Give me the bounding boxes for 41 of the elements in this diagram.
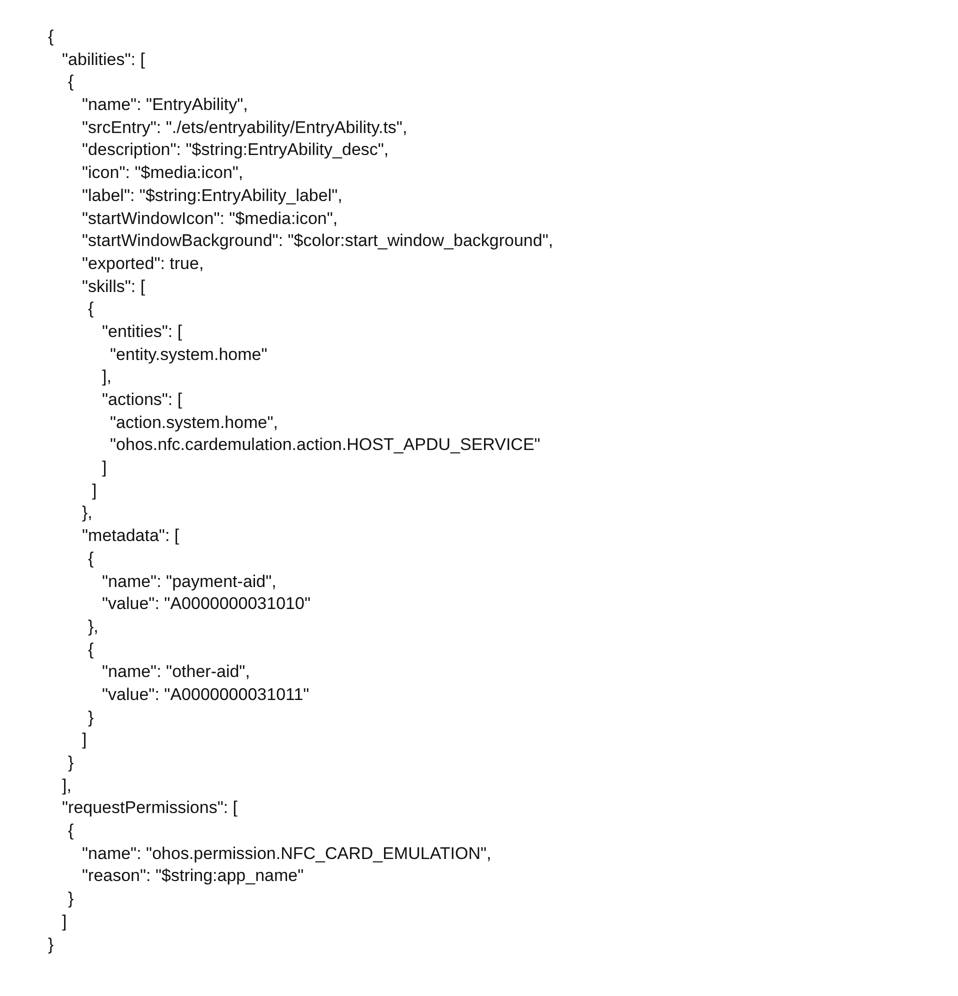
code-line: "label": "$string:EntryAbility_label", <box>82 184 342 207</box>
code-line: "startWindowIcon": "$media:icon", <box>82 208 338 230</box>
code-line: ] <box>82 729 87 752</box>
code-line: ] <box>62 910 67 933</box>
code-line: "ohos.nfc.cardemulation.action.HOST_APDU_SERVICE" <box>110 434 540 456</box>
code-line: "requestPermissions": [ <box>62 797 238 820</box>
code-line: "name": "EntryAbility", <box>82 94 248 116</box>
code-line: ] <box>92 480 97 502</box>
code-line: "name": "ohos.permission.NFC_CARD_EMULATION", <box>82 842 492 865</box>
code-line: "actions": [ <box>102 389 182 411</box>
code-line: "abilities": [ <box>62 48 145 71</box>
code-line: "exported": true, <box>82 252 204 275</box>
code-line: "entity.system.home" <box>110 344 268 366</box>
code-line: }, <box>88 616 98 638</box>
code-line: "metadata": [ <box>82 525 180 548</box>
code-line: "value": "A0000000031011" <box>102 684 310 706</box>
code-line: { <box>48 26 54 48</box>
code-line: { <box>68 820 74 842</box>
code-line: "reason": "$string:app_name" <box>82 865 304 888</box>
code-line: { <box>88 298 94 320</box>
code-line: } <box>48 934 54 956</box>
code-line: } <box>68 752 74 774</box>
code-line: "srcEntry": "./ets/entryability/EntryAbility.ts", <box>82 116 408 139</box>
code-line: { <box>68 71 74 94</box>
code-line: ], <box>102 366 112 388</box>
code-line: "name": "payment-aid", <box>102 570 276 592</box>
code-line: "startWindowBackground": "$color:start_window_background", <box>82 230 554 252</box>
code-line: ] <box>102 457 107 480</box>
code-line: "entities": [ <box>102 320 182 343</box>
code-line: }, <box>82 502 92 524</box>
code-line: } <box>68 888 74 910</box>
code-line: "skills": [ <box>82 276 146 298</box>
code-line: "description": "$string:EntryAbility_desc", <box>82 139 389 162</box>
code-line: { <box>88 638 94 661</box>
code-line: } <box>88 706 94 729</box>
code-line: "icon": "$media:icon", <box>82 162 244 184</box>
code-line: "name": "other-aid", <box>102 661 250 684</box>
code-line: { <box>88 548 94 570</box>
code-line: "action.system.home", <box>110 412 278 434</box>
code-line: "value": "A0000000031010" <box>102 593 310 616</box>
code-line: ], <box>62 774 72 797</box>
